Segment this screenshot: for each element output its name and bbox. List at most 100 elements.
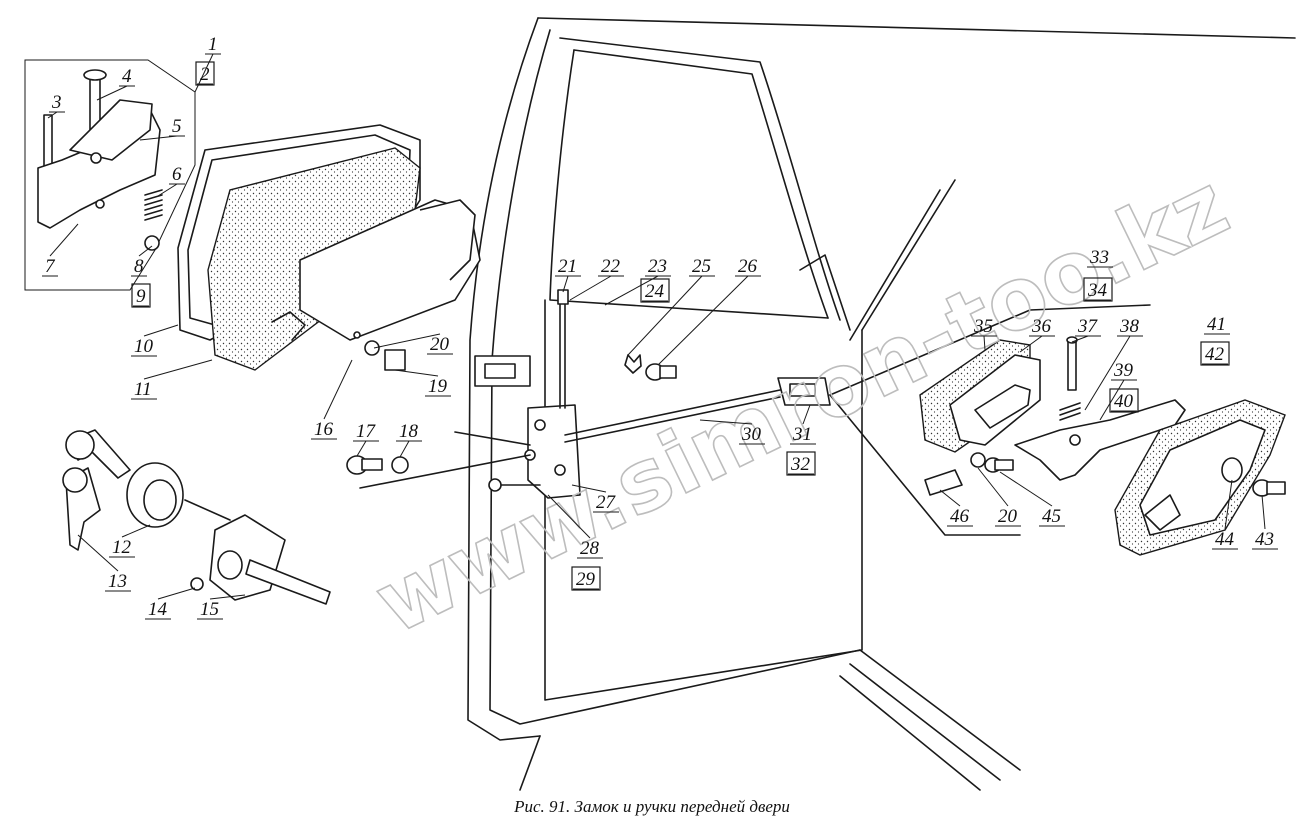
leader-line xyxy=(157,183,178,197)
part-label-13: 13 xyxy=(77,534,131,592)
part-label-46: 46 xyxy=(939,489,973,527)
fasteners-left xyxy=(346,331,409,475)
part-label-35: 35 xyxy=(971,316,997,351)
leader-line xyxy=(139,135,178,141)
part-label-18: 18 xyxy=(396,421,422,458)
part-number: 41 xyxy=(1207,314,1226,335)
part-number: 2 xyxy=(200,64,210,85)
leader-line xyxy=(657,275,749,366)
label-box xyxy=(786,451,816,476)
part-label-3: 3 xyxy=(47,92,65,119)
label-box xyxy=(195,61,215,86)
part-number: 34 xyxy=(1087,280,1108,301)
leader-line xyxy=(121,524,151,538)
part-number: 36 xyxy=(1031,316,1052,337)
label-box xyxy=(1109,388,1139,413)
part-number: 40 xyxy=(1114,391,1134,412)
part-number: 9 xyxy=(136,286,146,307)
part-label-9: 9 xyxy=(131,283,151,308)
part-label-36: 36 xyxy=(1019,316,1055,353)
leader-line xyxy=(1224,479,1233,530)
part-number: 22 xyxy=(601,256,621,277)
part-number: 16 xyxy=(314,419,334,440)
part-number: 6 xyxy=(172,164,182,185)
part-label-15: 15 xyxy=(197,594,246,620)
part-label-21: 21 xyxy=(555,256,581,293)
watermark-text: www.simron-too.kz xyxy=(360,155,1243,654)
part-label-12: 12 xyxy=(109,524,151,558)
part-label-31: 31 xyxy=(790,404,816,445)
part-label-1: 1 xyxy=(194,34,221,93)
part-number: 13 xyxy=(108,571,127,592)
leader-line xyxy=(394,369,439,377)
part-number: 43 xyxy=(1255,529,1274,550)
part-label-24: 24 xyxy=(640,278,670,303)
leader-line xyxy=(627,275,703,356)
part-number: 20 xyxy=(430,334,450,355)
label-box xyxy=(1200,341,1230,366)
label-box xyxy=(640,278,670,303)
watermark: www.simron-too.kz xyxy=(360,154,1244,655)
part-number: 35 xyxy=(973,316,993,337)
part-number: 17 xyxy=(356,421,377,442)
part-label-32: 32 xyxy=(786,451,816,476)
leader-line xyxy=(1261,494,1266,530)
part-number: 24 xyxy=(645,281,665,302)
part-label-25: 25 xyxy=(627,256,715,356)
part-label-29: 29 xyxy=(571,566,601,591)
part-number: 46 xyxy=(950,506,970,527)
handle-escutcheon xyxy=(1114,399,1286,556)
part-number: 1 xyxy=(208,34,218,55)
part-label-27: 27 xyxy=(571,484,619,513)
leader-line xyxy=(47,111,58,119)
part-number: 38 xyxy=(1119,316,1140,337)
part-number: 4 xyxy=(122,66,132,87)
leader-line xyxy=(571,484,607,493)
door-outline xyxy=(467,17,1296,791)
leader-line xyxy=(399,440,410,458)
part-number: 3 xyxy=(51,92,62,113)
part-number: 14 xyxy=(148,599,168,620)
leader-line xyxy=(194,53,214,93)
part-label-23: 23 xyxy=(604,256,671,306)
part-label-41: 41 xyxy=(1204,314,1230,335)
part-number: 27 xyxy=(596,492,617,513)
part-number: 25 xyxy=(692,256,711,277)
leader-line xyxy=(138,245,153,257)
part-number: 10 xyxy=(134,336,154,357)
part-label-42: 42 xyxy=(1200,341,1230,366)
leader-line xyxy=(209,594,246,600)
part-label-37: 37 xyxy=(1071,316,1101,343)
part-label-28: 28 xyxy=(547,494,603,559)
label-box xyxy=(1083,277,1113,302)
part-number: 12 xyxy=(112,537,132,558)
leader-line xyxy=(999,471,1053,507)
part-number: 19 xyxy=(428,376,448,397)
leader-line xyxy=(1099,379,1125,421)
leader-line xyxy=(77,534,119,572)
leader-line xyxy=(802,404,811,425)
part-number: 31 xyxy=(792,424,812,445)
leader-line xyxy=(143,324,179,337)
part-label-20a: 20 xyxy=(373,333,453,355)
label-box xyxy=(131,283,151,308)
part-label-40: 40 xyxy=(1109,388,1139,413)
part-number: 42 xyxy=(1205,344,1225,365)
leader-line xyxy=(562,275,569,293)
label-box xyxy=(571,566,601,591)
part-label-45: 45 xyxy=(999,471,1065,527)
lock-cylinder-and-keys xyxy=(62,429,331,605)
part-label-11: 11 xyxy=(131,359,213,400)
figure-caption: Рис. 91. Замок и ручки передней двери xyxy=(514,797,790,816)
part-label-5: 5 xyxy=(139,116,185,141)
part-number: 45 xyxy=(1042,506,1061,527)
leader-line xyxy=(96,85,128,101)
part-label-34: 34 xyxy=(1083,277,1113,302)
leader-line xyxy=(1019,335,1043,353)
leader-line xyxy=(569,275,612,301)
leader-line xyxy=(356,440,367,457)
leader-line xyxy=(373,333,441,349)
part-number: 15 xyxy=(200,599,219,620)
part-label-30: 30 xyxy=(699,419,765,445)
